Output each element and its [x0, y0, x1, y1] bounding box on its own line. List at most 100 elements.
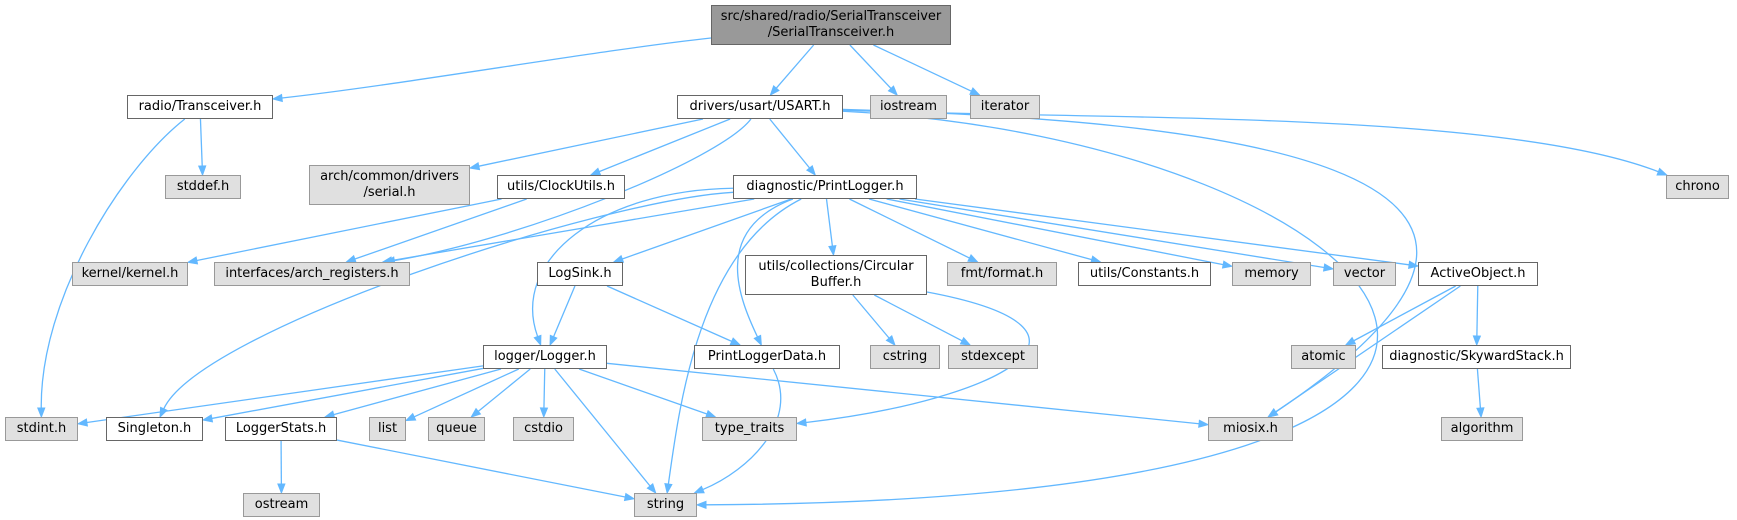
node-logsink-h[interactable]: LogSink.h — [537, 262, 623, 286]
arrowhead-transceiver-to-stddef — [197, 165, 207, 177]
arrowhead-printlogger-to-vector — [1322, 263, 1335, 272]
edge-logger-to-queue — [477, 368, 531, 412]
edge-printlogger-to-constants — [868, 198, 1092, 261]
arrowhead-root-to-transceiver — [271, 93, 283, 103]
arrowhead-usart-to-string — [695, 500, 707, 510]
edge-activeobject-to-miosix — [1275, 285, 1461, 413]
edge-logger-to-stdint — [86, 365, 484, 424]
arrowhead-printlogger-to-circbuf — [828, 245, 837, 257]
node-fmt-format-h: fmt/format.h — [947, 262, 1057, 286]
arrowhead-loggerstats-to-string — [623, 492, 636, 502]
edge-activeobject-to-skywardstack — [1476, 285, 1479, 337]
arrowhead-logsink-to-logger — [549, 334, 558, 347]
edge-printlogger-to-logsink — [622, 198, 792, 260]
node-stddef-h: stddef.h — [165, 175, 241, 199]
arrowhead-root-to-iostream — [887, 85, 899, 97]
arrowhead-usart-to-clockutils — [589, 167, 602, 176]
edge-root-to-iostream — [849, 44, 892, 89]
edge-printlogger-to-string — [667, 198, 802, 485]
node-memory: memory — [1232, 262, 1311, 286]
arrowhead-root-to-iterator — [969, 87, 981, 96]
edge-activeobject-to-atomic — [1353, 285, 1456, 342]
node-string: string — [634, 493, 697, 517]
arrowhead-logger-to-queue — [470, 407, 482, 418]
node-utils-clockutils-h[interactable]: utils/ClockUtils.h — [497, 175, 625, 199]
node-vector: vector — [1333, 262, 1396, 286]
edge-printlogger-to-printloggerdata — [736, 198, 794, 338]
arrowhead-logger-to-miosix — [1198, 419, 1210, 428]
edge-logger-to-list — [413, 368, 520, 418]
edge-skywardstack-to-algorithm — [1476, 368, 1482, 409]
edge-transceiver-to-stdint — [40, 118, 186, 409]
node-list: list — [369, 417, 406, 441]
arrowhead-activeobject-to-skywardstack — [1472, 335, 1482, 347]
edge-clockutils-to-kernel — [196, 198, 502, 262]
node-serialtransceiver-h[interactable]: src/shared/radio/SerialTransceiver /Seri… — [711, 5, 951, 45]
node-arch-serial-h: arch/common/drivers /serial.h — [309, 165, 470, 205]
edge-root-to-usart — [775, 44, 815, 89]
arrowhead-logger-to-stdint — [76, 418, 89, 427]
edge-usart-to-printlogger — [769, 118, 811, 169]
edge-printlogger-to-logger — [532, 187, 734, 337]
node-activeobject-h[interactable]: ActiveObject.h — [1418, 262, 1538, 286]
edge-printlogger-to-memory — [886, 198, 1224, 266]
arrowhead-clockutils-to-kernel — [186, 256, 199, 265]
edge-usart-to-chrono — [842, 109, 1659, 173]
arrowhead-printlogger-to-string — [664, 483, 673, 495]
edge-usart-to-serial — [478, 118, 704, 167]
node-logger-logger-h[interactable]: logger/Logger.h — [483, 345, 607, 369]
node-loggerstats-h[interactable]: LoggerStats.h — [225, 417, 337, 441]
arrowhead-printlogger-to-fmt — [967, 254, 979, 263]
arrowhead-printlogger-to-memory — [1221, 260, 1234, 269]
arrowhead-logsink-to-printloggerdata — [729, 337, 742, 346]
edge-logsink-to-printloggerdata — [606, 285, 733, 342]
edge-logger-to-singleton — [211, 367, 484, 420]
node-drivers-usart-h[interactable]: drivers/usart/USART.h — [677, 95, 843, 119]
edge-clockutils-to-archreg — [354, 198, 527, 260]
arrowhead-circbuf-to-stdexcept — [959, 336, 972, 346]
arrowhead-logger-to-string — [646, 482, 657, 495]
edge-circbuf-to-stdexcept — [873, 294, 963, 342]
arrowhead-logger-to-cstdio — [539, 407, 549, 419]
node-diagnostic-skywardstack-h[interactable]: diagnostic/SkywardStack.h — [1382, 345, 1571, 369]
node-ostream: ostream — [243, 493, 320, 517]
arrowhead-activeobject-to-atomic — [1344, 336, 1357, 346]
node-utils-constants-h[interactable]: utils/Constants.h — [1078, 262, 1211, 286]
node-stdint-h: stdint.h — [5, 417, 78, 441]
node-printloggerdata-h[interactable]: PrintLoggerData.h — [694, 345, 840, 369]
edge-transceiver-to-stddef — [199, 118, 203, 167]
edge-logsink-to-logger — [552, 285, 576, 337]
node-algorithm: algorithm — [1441, 417, 1523, 441]
edge-usart-to-clockutils — [598, 118, 731, 173]
edge-logger-to-loggerstats — [333, 368, 502, 416]
edge-printloggerdata-to-string — [702, 368, 782, 491]
node-iterator: iterator — [970, 95, 1040, 119]
edge-printlogger-to-fmt — [849, 198, 970, 259]
arrowhead-logger-to-singleton — [201, 414, 214, 423]
edge-printlogger-to-circbuf — [825, 198, 834, 247]
edge-printlogger-to-singleton — [163, 191, 734, 410]
arrowhead-logger-to-list — [404, 412, 417, 422]
node-utils-circularbuffer-h[interactable]: utils/collections/Circular Buffer.h — [745, 255, 927, 295]
arrowhead-skywardstack-to-algorithm — [1476, 407, 1485, 419]
node-iostream: iostream — [870, 95, 947, 119]
node-interfaces-arch-registers-h: interfaces/arch_registers.h — [214, 262, 410, 286]
edge-logger-to-miosix — [606, 362, 1200, 425]
arrowhead-circbuf-to-cstring — [885, 335, 896, 347]
arrowhead-circbuf-to-typetraits — [795, 418, 807, 427]
arrowhead-printloggerdata-to-string — [693, 485, 705, 494]
arrowhead-transceiver-to-stdint — [37, 407, 46, 419]
edge-loggerstats-to-string — [336, 439, 626, 498]
node-stdexcept: stdexcept — [948, 345, 1038, 369]
node-radio-transceiver-h[interactable]: radio/Transceiver.h — [127, 95, 273, 119]
arrowhead-usart-to-chrono — [1656, 167, 1669, 176]
node-singleton-h[interactable]: Singleton.h — [106, 417, 203, 441]
node-queue: queue — [428, 417, 485, 441]
node-cstdio: cstdio — [513, 417, 574, 441]
node-diagnostic-printlogger-h[interactable]: diagnostic/PrintLogger.h — [733, 175, 917, 199]
edge-root-to-transceiver — [281, 37, 712, 99]
edge-printlogger-to-archreg — [391, 198, 755, 262]
edge-logger-to-typetraits — [578, 368, 708, 415]
edge-root-to-iterator — [873, 44, 972, 92]
